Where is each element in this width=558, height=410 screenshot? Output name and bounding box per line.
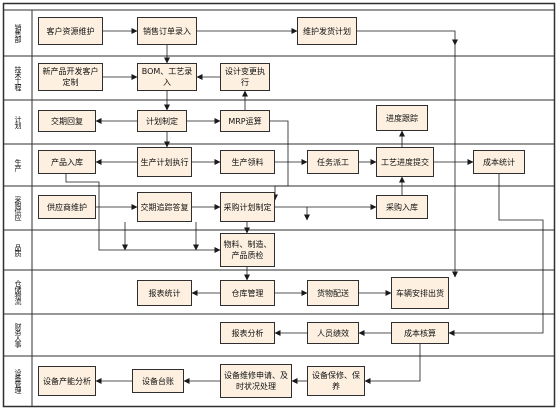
node-goods-dist: 货物配送 [307,280,359,306]
node-warehouse-mgmt: 仓库管理 [220,280,275,306]
node-prod-plan-exec: 生产计划执行 [137,147,192,177]
lane-label-production: 生产 [14,159,22,171]
node-cost-check: 成本核算 [391,322,449,344]
node-vehicle-ship: 车辆安排出货 [391,277,449,309]
node-capacity-analysis: 设备产能分析 [38,366,96,396]
lane-label-warehouse: 仓储物流 [14,280,22,304]
node-process-report: 工艺进度提交 [376,147,434,177]
node-prod-material: 生产领料 [220,150,275,174]
node-plan-make: 计划制定 [137,110,187,132]
node-purchase-plan: 采购计划制定 [220,192,275,222]
lane-label-finance-hr: 财务人事 [14,323,22,347]
lane-label-planning: 计划 [14,116,22,128]
lane-label-engineering: 技术工程 [14,66,22,90]
connector-arrow [270,120,289,201]
node-delivery-followup: 交期追踪答复 [137,192,192,222]
lane-dividers [4,55,554,357]
node-delivery-reply: 交期回复 [38,110,96,132]
node-order-entry: 销售订单录入 [137,17,197,45]
connector-arrow [357,30,458,46]
node-product-in: 产品入库 [38,150,96,174]
node-supplier-maint: 供应商维护 [38,195,96,219]
node-cost-stats: 成本统计 [473,150,525,174]
edges [65,28,544,384]
lane-label-quality: 品质 [14,244,22,256]
node-inspection: 物料、制造、产品质检 [220,233,275,267]
node-equip-maint: 设备保修、保养 [307,366,365,396]
lane-label-sales: 销售部 [14,24,22,42]
node-customer-maint: 客户资源维护 [38,17,103,45]
node-report-stats: 报表统计 [137,280,192,306]
node-task-dispatch: 任务派工 [307,150,359,174]
node-equip-repair: 设备维修申请、及时状况处理 [220,364,292,398]
node-purchase-in: 采购入库 [376,195,428,219]
node-progress-track: 进度跟踪 [376,105,428,131]
node-mrp-run: MRP运算 [220,110,270,132]
node-ship-plan-maint: 维护发货计划 [297,17,357,45]
node-equip-ledger: 设备台账 [132,369,184,393]
node-report-analysis: 报表分析 [220,322,275,344]
connector-arrow [65,174,221,253]
connector-arrow [364,344,421,384]
lane-label-purchasing: 采购供应 [14,196,22,220]
connector-arrow [448,174,544,336]
node-bom-routing: BOM、工艺录入 [137,63,197,91]
node-design-change: 设计变更执行 [220,63,270,91]
lane-label-equipment: 设备管理 [14,369,22,393]
node-new-product-dev: 新产品开发客户定制 [38,63,103,91]
node-staff-perf: 人员绩效 [307,322,359,344]
